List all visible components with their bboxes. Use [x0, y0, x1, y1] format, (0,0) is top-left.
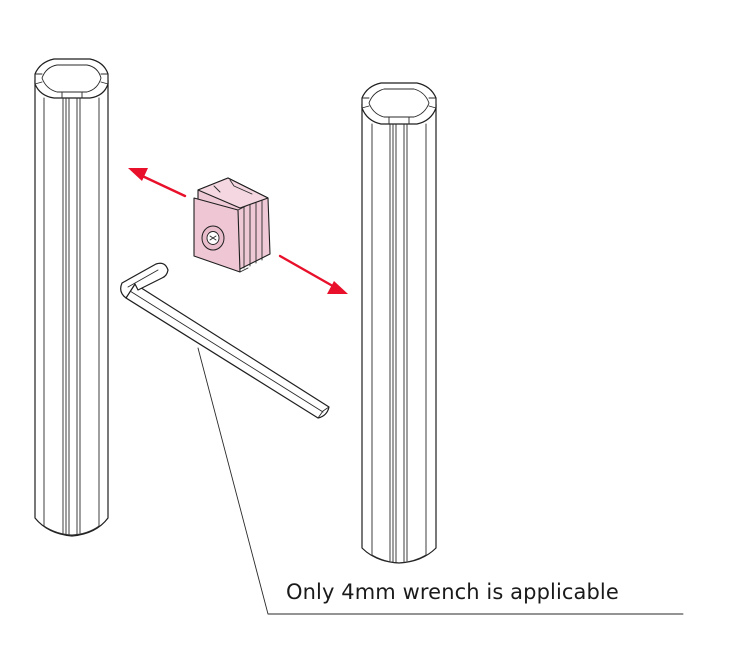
arrow-icon-left	[128, 168, 187, 198]
wrench-note-caption: Only 4mm wrench is applicable	[286, 580, 619, 604]
connector-block	[193, 177, 271, 273]
right-profile-tube	[361, 82, 437, 564]
hex-wrench	[120, 262, 684, 615]
left-profile-tube	[34, 58, 109, 537]
arrow-icon-right	[278, 254, 348, 294]
